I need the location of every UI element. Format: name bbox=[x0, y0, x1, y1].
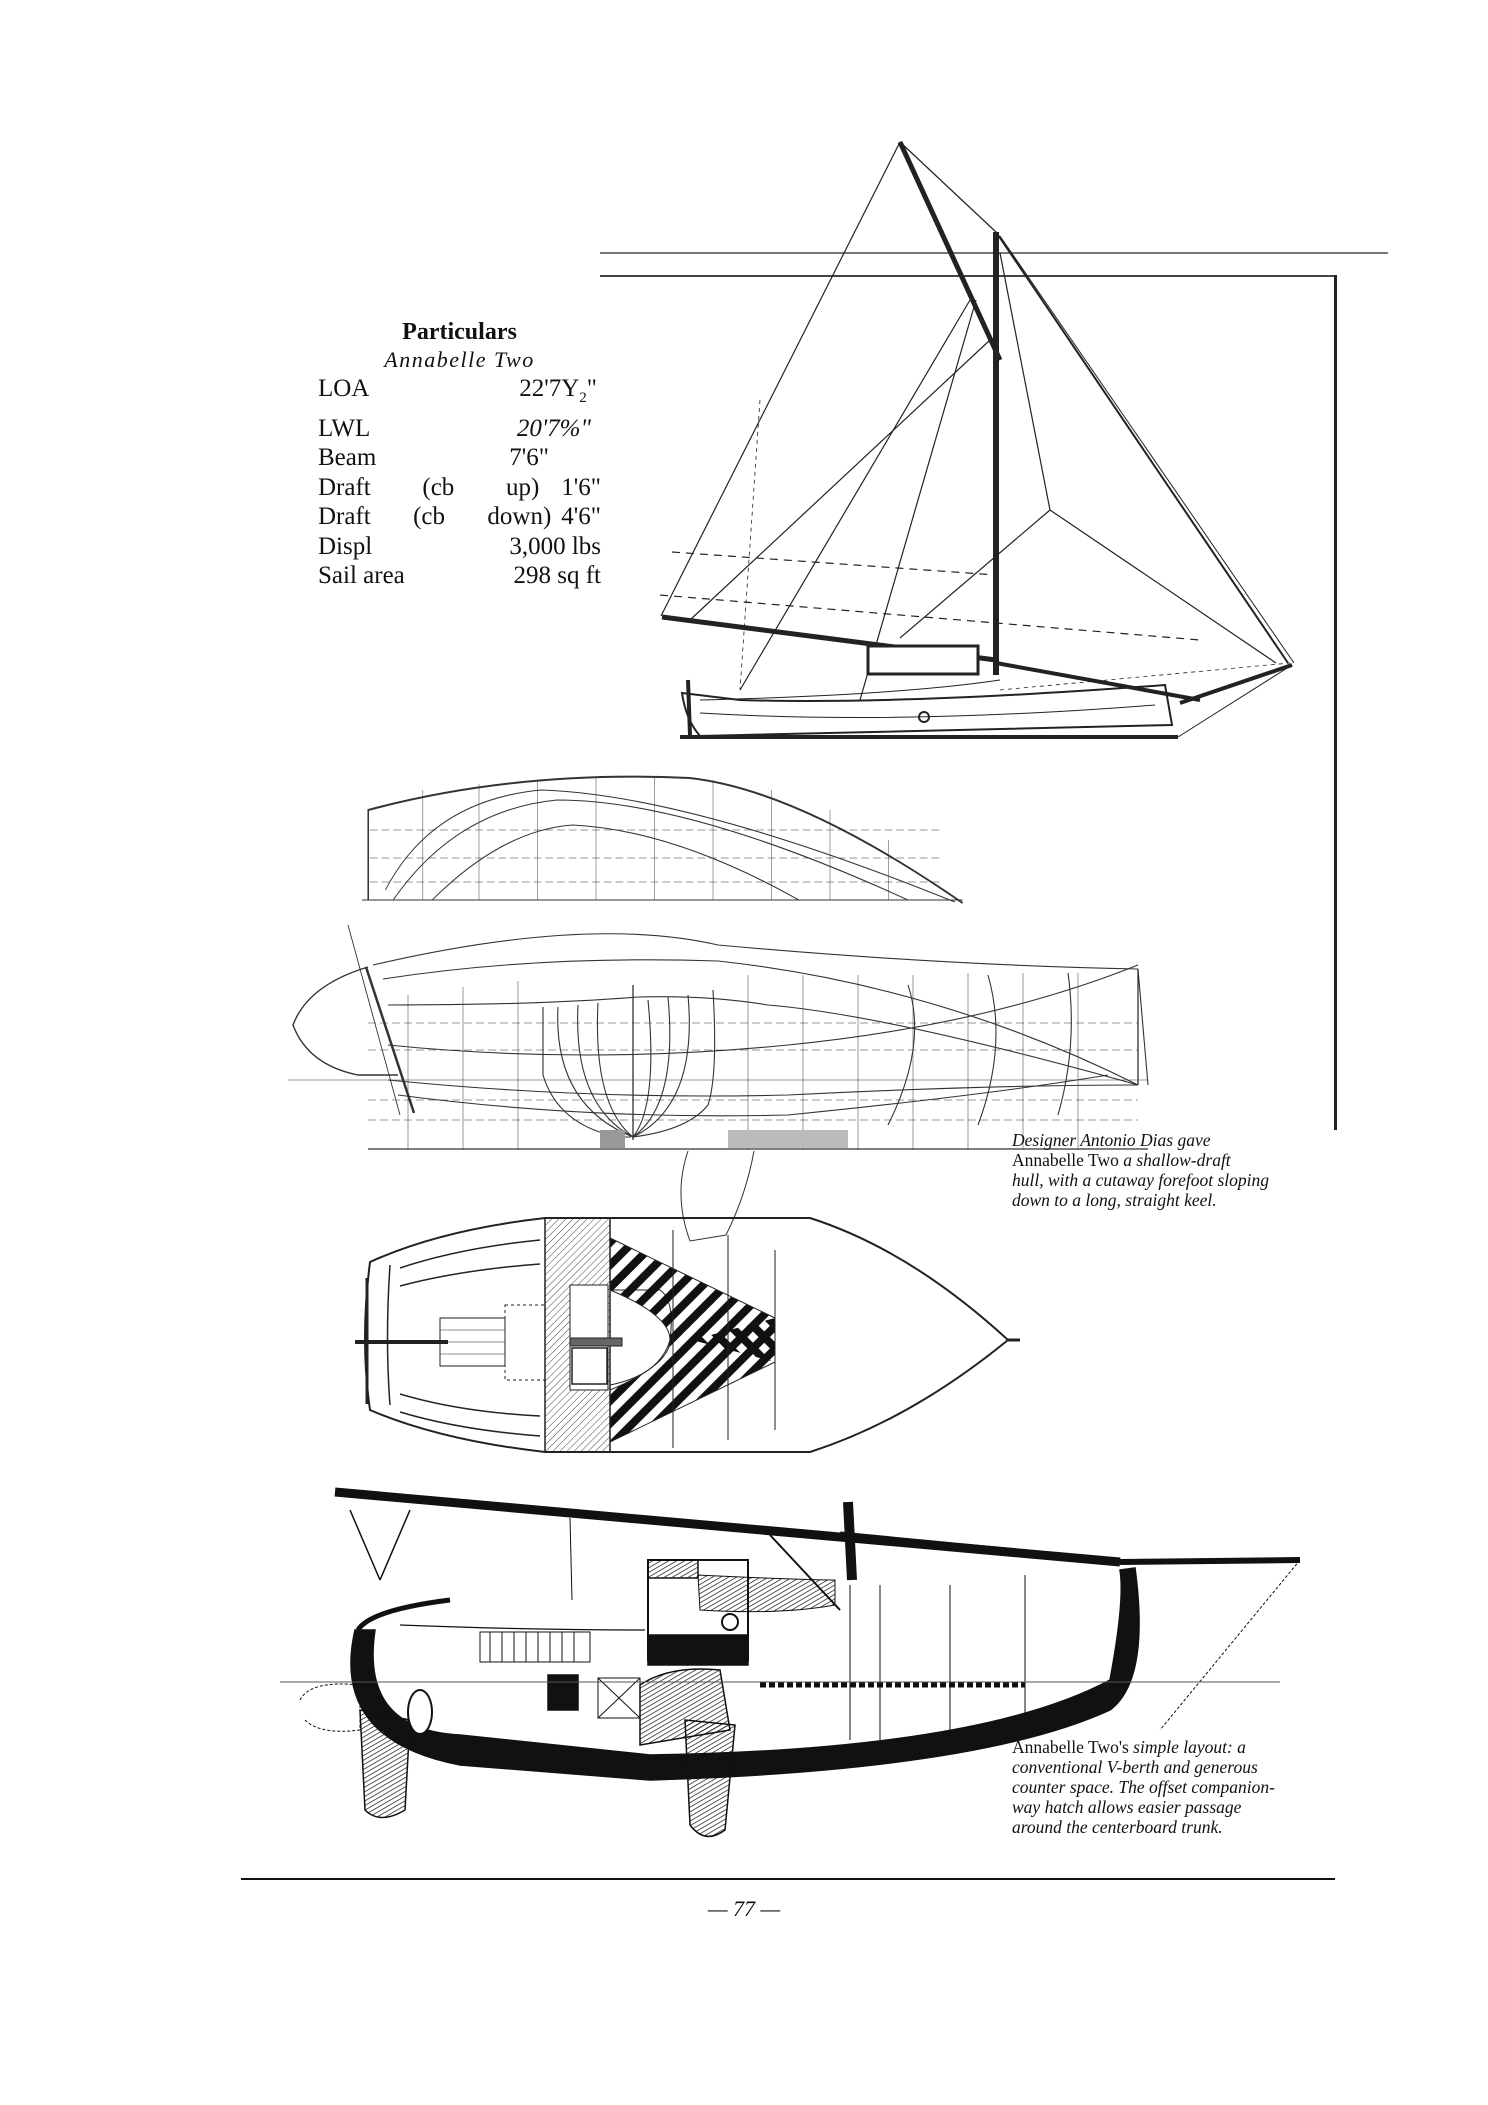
value-draft-up: 1'6" bbox=[561, 473, 601, 501]
row-sail-area: Sail area 298 sq ft bbox=[318, 561, 601, 591]
label-sail-area: Sail area bbox=[318, 562, 405, 589]
value-displ: 3,000 lbs bbox=[509, 532, 601, 560]
deck-plan-drawing bbox=[355, 1217, 1020, 1453]
value-sail-area: 298 sq ft bbox=[513, 562, 602, 589]
label-beam: Beam bbox=[318, 444, 377, 471]
particulars-table: Particulars Annabelle Two LOA 22'7Y2" LW… bbox=[318, 318, 601, 591]
row-draft-down: Draft (cb down) 4'6" bbox=[318, 502, 601, 532]
label-displ: Displ bbox=[318, 532, 373, 560]
row-beam: Beam 7'6" bbox=[318, 443, 601, 473]
particulars-title: Particulars bbox=[402, 319, 517, 345]
page-number: — 77 — bbox=[707, 1896, 781, 1921]
label-draft-up: Draft (cb up) bbox=[318, 473, 540, 501]
hull-caption: Designer Antonio Dias gave Annabelle Two… bbox=[1012, 1130, 1269, 1210]
layout-caption: Annabelle Two's simple layout: a convent… bbox=[1012, 1737, 1275, 1837]
label-lwl: LWL bbox=[318, 414, 371, 442]
frame-top-line bbox=[600, 275, 1336, 277]
row-lwl: LWL 20'7%" bbox=[318, 414, 601, 444]
profile-lines-drawing bbox=[362, 775, 963, 904]
body-plan-drawing bbox=[288, 924, 1149, 1242]
boat-name: Annabelle Two bbox=[384, 347, 535, 372]
interior-profile-drawing bbox=[280, 1487, 1301, 1838]
value-loa: 22'7Y2" bbox=[519, 375, 597, 406]
label-draft-down: Draft (cb down) bbox=[318, 503, 552, 530]
label-loa: LOA bbox=[318, 375, 370, 402]
sail-plan-drawing bbox=[659, 140, 1295, 739]
row-displ: Displ 3,000 lbs bbox=[318, 532, 601, 562]
row-draft-up: Draft (cb up) 1'6" bbox=[318, 473, 601, 503]
frame-right-line bbox=[1334, 275, 1337, 1130]
value-lwl: 20'7%" bbox=[516, 414, 591, 442]
value-beam: 7'6" bbox=[509, 444, 549, 471]
row-loa: LOA 22'7Y2" bbox=[318, 374, 601, 414]
footer-rule-line bbox=[241, 1878, 1335, 1880]
value-draft-down: 4'6" bbox=[561, 503, 601, 530]
